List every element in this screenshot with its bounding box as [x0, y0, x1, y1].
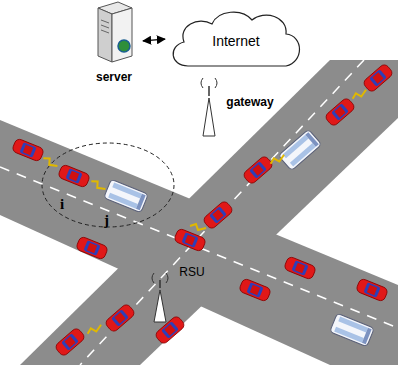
node-label: Internet — [212, 33, 259, 49]
vehicle-label: j — [104, 212, 109, 229]
server-node: server — [86, 0, 142, 84]
node-label: RSU — [179, 265, 204, 279]
vehicle-label: i — [60, 196, 64, 213]
server-icon — [98, 2, 132, 62]
rsu-antenna — [152, 273, 168, 322]
node-label: gateway — [226, 95, 273, 109]
internet-cloud: Internet — [166, 6, 306, 76]
gateway-antenna — [201, 78, 217, 136]
device-node: RSU — [172, 262, 212, 282]
node-label: server — [96, 70, 132, 84]
link-arrow — [143, 39, 165, 41]
device-node: gateway — [220, 92, 280, 112]
